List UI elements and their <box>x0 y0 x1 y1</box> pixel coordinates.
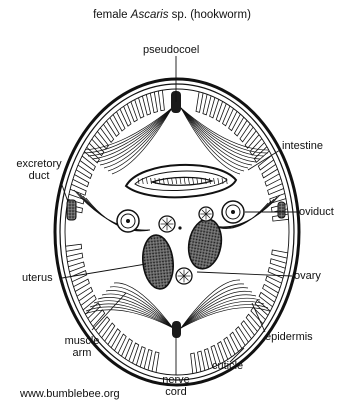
left-excretory-canal <box>67 200 76 220</box>
label-uterus: uterus <box>22 272 53 284</box>
right-excretory-canal <box>278 202 285 218</box>
label-epidermis: epidermis <box>265 331 313 343</box>
label-excretory-duct-line1: excretory <box>13 158 65 170</box>
label-muscle-arm-line2: arm <box>60 347 104 359</box>
label-pseudocoel: pseudocoel <box>143 44 199 56</box>
label-oviduct: oviduct <box>299 206 334 218</box>
label-nerve-cord-line1: nerve <box>154 374 198 386</box>
label-ovary: ovary <box>294 270 321 282</box>
label-cuticle: cuticle <box>212 360 243 372</box>
label-nerve-cord-line2: cord <box>154 386 198 398</box>
label-muscle-arm-line1: muscle <box>60 335 104 347</box>
label-intestine: intestine <box>282 140 323 152</box>
label-excretory-duct-line2: duct <box>13 170 65 182</box>
ventral-nerve-cord <box>172 321 181 338</box>
source-url: www.bumblebee.org <box>20 388 120 400</box>
